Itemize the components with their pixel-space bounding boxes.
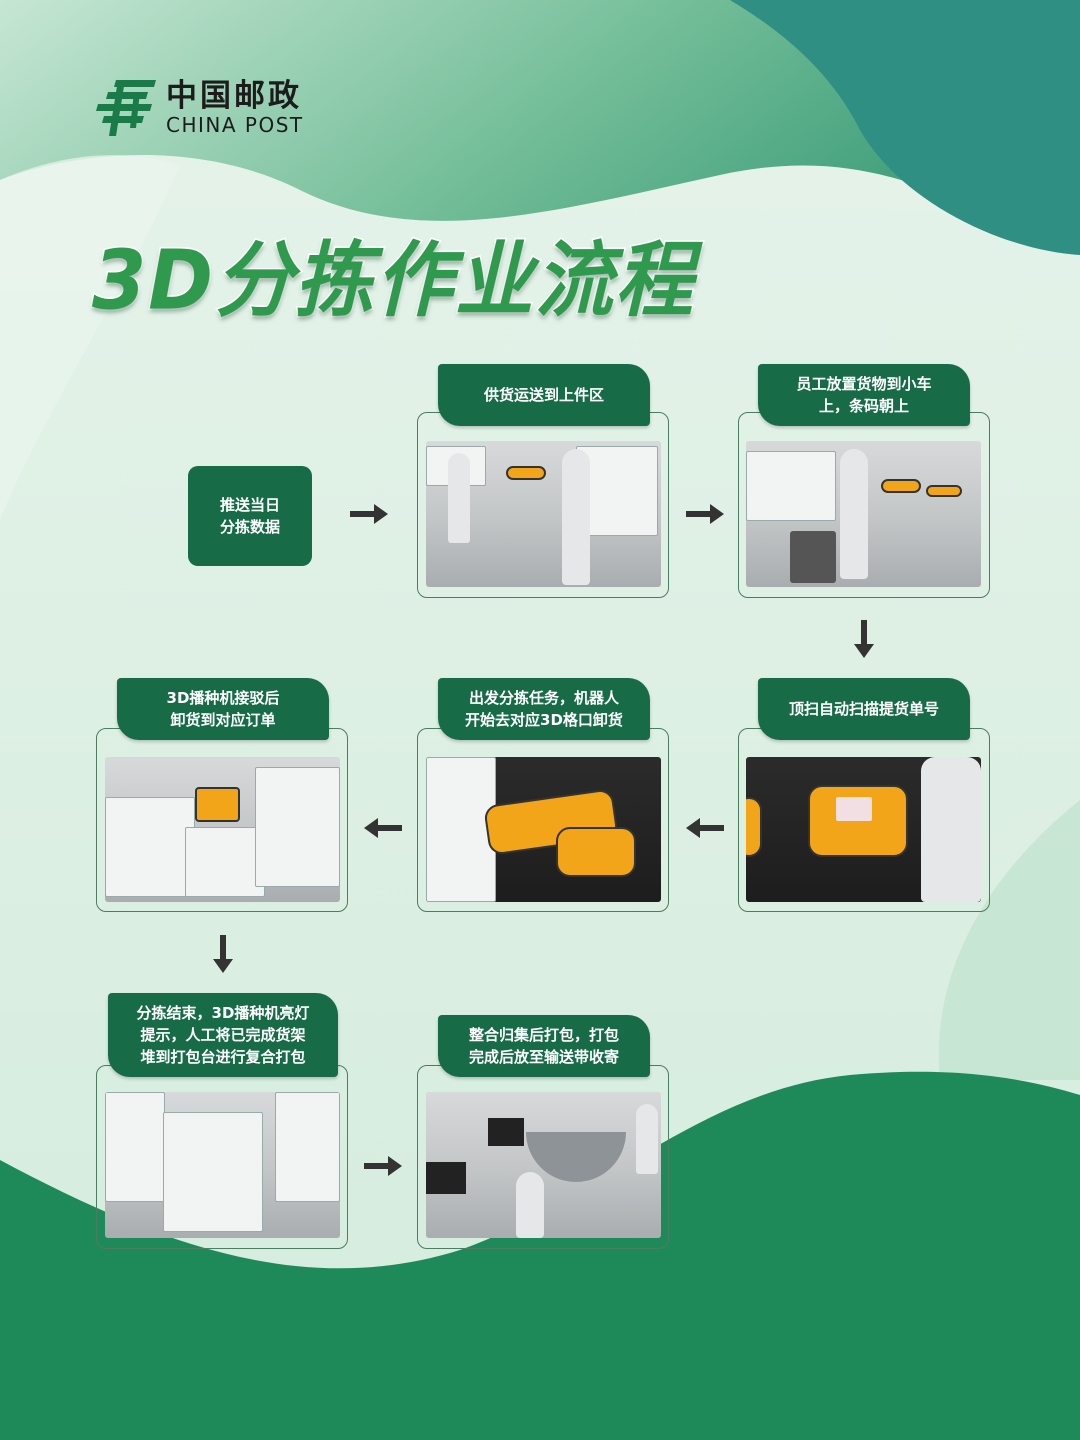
china-post-emblem-icon	[96, 80, 156, 136]
step-6-image	[105, 1092, 340, 1238]
arrow-left-icon	[364, 818, 402, 838]
page-title: 3D分拣作业流程	[90, 233, 696, 331]
arrow-right-icon	[686, 504, 724, 524]
step-7-text-line2: 完成后放至输送带收寄	[468, 1048, 619, 1066]
step-2-label: 员工放置货物到小车上，条码朝上	[758, 364, 970, 426]
arrow-down-icon	[213, 935, 233, 973]
step-7-image	[426, 1092, 661, 1238]
step-4-image	[426, 757, 661, 902]
step-4-text-line1: 出发分拣任务，机器人	[468, 689, 619, 707]
brand-name-cn: 中国邮政	[166, 78, 302, 114]
brand-name-en: CHINA POST	[166, 113, 304, 137]
step-1-image	[426, 441, 661, 587]
arrow-right-icon	[364, 1156, 402, 1176]
step-7-label: 整合归集后打包，打包完成后放至输送带收寄	[438, 1015, 650, 1077]
step-6-text-line1: 分拣结束，3D播种机亮灯	[136, 1004, 310, 1022]
arrow-right-icon	[350, 504, 388, 524]
step-5-label: 3D播种机接驳后卸货到对应订单	[117, 678, 329, 740]
step-3-label: 顶扫自动扫描提货单号	[758, 678, 970, 740]
step-5-text-line2: 卸货到对应订单	[170, 711, 276, 729]
start-step-line1: 推送当日	[219, 496, 280, 514]
step-3-text: 顶扫自动扫描提货单号	[788, 700, 939, 718]
step-4-label: 出发分拣任务，机器人开始去对应3D格口卸货	[438, 678, 650, 740]
step-1-label: 供货运送到上件区	[438, 364, 650, 426]
step-6-label: 分拣结束，3D播种机亮灯提示，人工将已完成货架堆到打包台进行复合打包	[108, 993, 338, 1077]
step-4-text-line2: 开始去对应3D格口卸货	[465, 711, 623, 729]
step-6-text-line2: 提示，人工将已完成货架	[140, 1026, 306, 1044]
step-2-text-line2: 上，条码朝上	[818, 397, 909, 415]
step-3-image	[746, 757, 981, 902]
step-6-text-line3: 堆到打包台进行复合打包	[140, 1048, 306, 1066]
step-5-text-line1: 3D播种机接驳后	[166, 689, 280, 707]
start-step-line2: 分拣数据	[219, 518, 280, 536]
step-1-text: 供货运送到上件区	[483, 386, 604, 404]
arrow-down-icon	[854, 620, 874, 658]
step-2-image	[746, 441, 981, 587]
step-5-image	[105, 757, 340, 902]
arrow-left-icon	[686, 818, 724, 838]
step-2-text-line1: 员工放置货物到小车	[796, 375, 932, 393]
china-post-logo: 中国邮政 CHINA POST	[94, 78, 304, 138]
start-step-box: 推送当日分拣数据	[188, 466, 312, 566]
step-7-text-line1: 整合归集后打包，打包	[468, 1026, 619, 1044]
